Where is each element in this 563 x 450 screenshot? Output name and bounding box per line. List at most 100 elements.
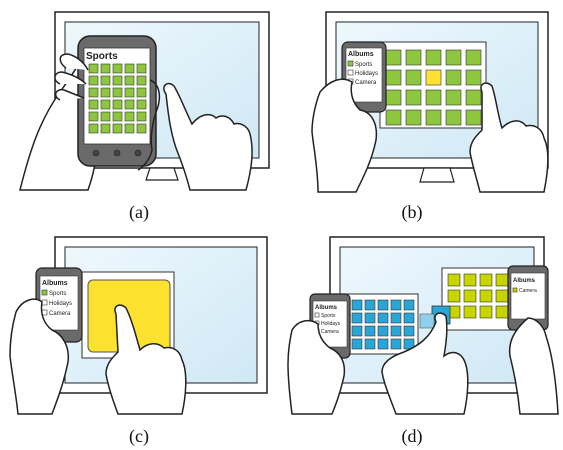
photo-thumbnail <box>445 49 462 66</box>
photo-thumbnail <box>100 87 111 98</box>
photo-thumbnail <box>112 87 123 98</box>
album-checkbox <box>41 299 48 306</box>
photo-thumbnail <box>100 123 111 134</box>
photo-thumbnail <box>385 109 402 126</box>
album-checkbox <box>347 60 354 67</box>
photo-grid-right <box>447 273 509 319</box>
photo-thumbnail <box>495 273 509 287</box>
photo-thumbnail <box>390 325 402 337</box>
right-hand-pointing <box>163 82 253 191</box>
photo-thumbnail <box>425 89 442 106</box>
photo-thumbnail <box>112 75 123 86</box>
album-list: Camera <box>512 287 537 294</box>
phone-title: Sports <box>86 51 118 62</box>
panel-a: Sports (a) <box>19 11 270 223</box>
photo-thumbnail <box>447 289 461 303</box>
right-hand-far <box>508 317 559 415</box>
photo-thumbnail <box>351 338 363 350</box>
photo-thumbnail <box>124 63 135 74</box>
photo-thumbnail <box>136 123 147 134</box>
photo-thumbnail <box>364 325 376 337</box>
photo-thumbnail <box>403 325 415 337</box>
phone-title: Albums <box>42 280 68 287</box>
photo-thumbnail <box>351 299 363 311</box>
left-hand <box>311 78 378 193</box>
photo-thumbnail <box>463 273 477 287</box>
photo-thumbnail <box>385 69 402 86</box>
album-item-label: Camera <box>49 311 71 317</box>
thumb <box>137 79 161 171</box>
photo-thumbnail <box>463 305 477 319</box>
photo-thumbnail <box>447 273 461 287</box>
photo-thumbnail <box>136 111 147 122</box>
album-checkbox <box>41 289 48 296</box>
photo-thumbnail <box>479 289 493 303</box>
photo-thumbnail <box>136 75 147 86</box>
photo-thumbnail <box>100 99 111 110</box>
album-item-label: Camera <box>321 329 339 335</box>
photo-thumbnail <box>390 338 402 350</box>
photo-thumbnail <box>377 312 389 324</box>
photo-thumbnail <box>136 87 147 98</box>
album-item-label: Holidays <box>321 321 341 327</box>
photo-thumbnail <box>425 49 442 66</box>
photo-thumbnail <box>112 99 123 110</box>
photo-thumbnail <box>124 99 135 110</box>
photo-thumbnail <box>403 299 415 311</box>
photo-thumbnail <box>465 49 482 66</box>
phone-fingers <box>54 53 89 101</box>
dragged-photo-ghost <box>419 313 435 329</box>
photo-grid <box>88 63 147 134</box>
photo-thumbnail <box>124 87 135 98</box>
photo-thumbnail <box>88 75 99 86</box>
photo-thumbnail <box>495 289 509 303</box>
photo-thumbnail <box>377 299 389 311</box>
photo-thumbnail <box>88 111 99 122</box>
phone-title: Albums <box>348 51 374 58</box>
album-checkbox <box>41 309 48 316</box>
photo-thumbnail <box>364 338 376 350</box>
photo-grid-left <box>351 299 415 350</box>
right-hand-pointing <box>105 304 187 415</box>
right-hand-pointing <box>381 312 469 415</box>
photo-thumbnail <box>425 109 442 126</box>
photo-thumbnail <box>390 299 402 311</box>
photo-thumbnail <box>112 123 123 134</box>
photo-thumbnail <box>465 69 482 86</box>
photo-thumbnail <box>377 338 389 350</box>
album-item-label: Holidays <box>49 301 72 307</box>
photo-thumbnail <box>405 89 422 106</box>
photo-thumbnail <box>405 69 422 86</box>
photo-thumbnail <box>385 89 402 106</box>
photo-thumbnail <box>136 99 147 110</box>
photo-thumbnail <box>88 87 99 98</box>
photo-thumbnail <box>112 63 123 74</box>
album-checkbox <box>347 69 354 76</box>
album-item-label: Holidays <box>355 71 378 77</box>
photo-thumbnail <box>377 325 389 337</box>
phone: Sports <box>77 35 157 167</box>
album-item-label: Camera <box>355 80 377 86</box>
left-hand <box>9 298 70 415</box>
album-checkbox <box>314 312 320 318</box>
photo-thumbnail <box>100 75 111 86</box>
left-hand <box>287 319 346 415</box>
caption-a: (a) <box>129 202 149 223</box>
caption-d: (d) <box>402 426 423 447</box>
photo-grid <box>385 49 482 126</box>
photo-thumbnail <box>88 123 99 134</box>
photo-thumbnail <box>100 63 111 74</box>
caption-b: (b) <box>402 202 423 223</box>
album-item-label: Sports <box>49 291 66 297</box>
photo-thumbnail <box>495 305 509 319</box>
photo-thumbnail <box>124 75 135 86</box>
photo-thumbnail <box>364 312 376 324</box>
photo-thumbnail <box>465 89 482 106</box>
photo-thumbnail <box>479 305 493 319</box>
